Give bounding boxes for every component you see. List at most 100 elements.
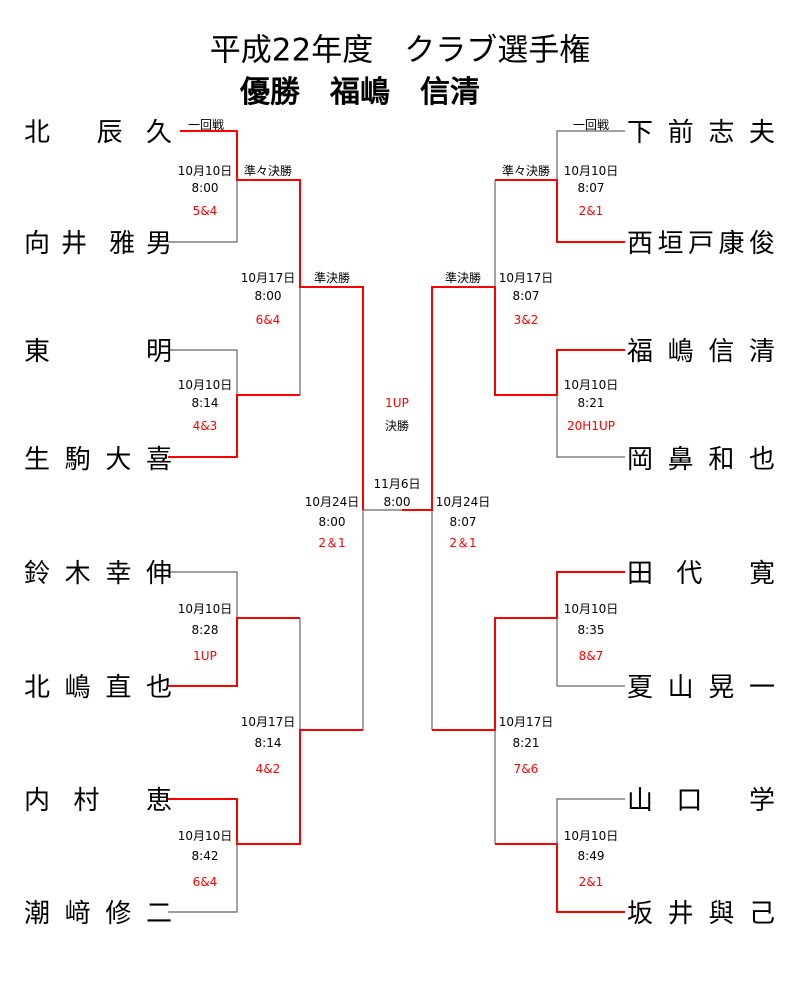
match-time: 8:14 [191,396,219,410]
name-char: 俊 [748,229,775,259]
round-label-quarter: 準々決勝 [501,164,551,178]
round-label-first: 一回戦 [572,118,610,132]
match-date: 10月17日 [240,271,296,285]
name-char: 夏 [627,673,654,703]
match-score: 5&4 [192,204,218,218]
match-time: 8:35 [577,623,605,637]
final-time: 8:00 [383,495,411,509]
name-char: 寛 [748,559,775,589]
name-char: 晃 [708,673,735,703]
player-name: 生駒大喜 [24,445,172,475]
match-time: 8:00 [254,289,282,303]
name-char: 幸 [105,559,132,589]
match-time: 8:07 [449,515,477,529]
name-char: 木 [64,559,91,589]
name-char: 大 [105,445,132,475]
match-date: 10月10日 [177,378,233,392]
player-name: 坂井與己 [627,899,775,929]
name-char: 明 [145,337,172,367]
name-char: 志 [708,118,735,148]
name-char: 也 [145,673,172,703]
match-date: 10月10日 [563,378,619,392]
name-char: 東 [24,337,51,367]
name-char: 己 [748,899,775,929]
name-char: 岡 [627,445,654,475]
name-char: 﨑 [64,899,91,929]
player-name: 向井雅男 [24,229,172,259]
match-score: 4&3 [192,419,218,433]
match-time: 8:14 [254,736,282,750]
name-char: 福 [627,337,654,367]
name-char: 清 [748,337,775,367]
match-time: 8:21 [577,396,605,410]
name-char: 生 [24,445,51,475]
name-char: 村 [73,786,100,816]
name-char: 内 [24,786,51,816]
match-date: 10月17日 [240,715,296,729]
name-char: 與 [708,899,735,929]
match-date: 10月24日 [304,495,360,509]
player-name: 夏山晃一 [627,673,775,703]
name-char: 二 [145,899,172,929]
round-label-quarter: 準々決勝 [243,164,293,178]
name-char: 山 [667,673,694,703]
match-date: 10月17日 [498,271,554,285]
name-char: 井 [61,229,88,259]
round-label-semi: 準決勝 [313,271,351,285]
round-label-semi: 準決勝 [444,271,482,285]
champion-banner: 優勝 福嶋 信清 [240,75,480,110]
match-score: 4&2 [255,762,281,776]
match-score: 2＆1 [449,536,477,550]
match-score: 2&1 [578,204,604,218]
name-char: 学 [748,786,775,816]
player-name: 岡鼻和也 [627,445,775,475]
match-time: 8:07 [512,289,540,303]
player-name: 福嶋信清 [627,337,775,367]
name-char: 男 [145,229,172,259]
name-char: 駒 [64,445,91,475]
match-time: 8:00 [318,515,346,529]
player-name: 鈴木幸伸 [24,559,172,589]
name-char: 向 [24,229,51,259]
name-char: 山 [627,786,654,816]
name-char: 康 [718,229,745,259]
match-date: 10月10日 [177,829,233,843]
round-label-final: 決勝 [384,419,410,433]
name-char: 垣 [657,229,684,259]
name-char: 北 [24,118,51,148]
name-char: 前 [667,118,694,148]
match-time: 8:49 [577,849,605,863]
player-name: 山口学 [627,786,775,816]
winner-lines [168,130,625,913]
player-name: 内村 恵 [24,786,172,816]
name-char: 坂 [627,899,654,929]
name-char: 北 [24,673,51,703]
name-char: 恵 [145,786,172,816]
match-date: 10月10日 [563,602,619,616]
name-char: 辰 [96,118,123,148]
match-time: 8:00 [191,181,219,195]
name-char: 信 [708,337,735,367]
name-char: 雅 [108,229,135,259]
loser-lines [168,130,625,913]
match-time: 8:28 [191,623,219,637]
final-date: 11月6日 [373,477,421,491]
name-char: 久 [145,118,172,148]
name-char: 喜 [145,445,172,475]
final-score: 1UP [385,396,409,410]
page-title: 平成22年度 クラブ選手権 [209,32,591,69]
name-char: 潮 [24,899,51,929]
name-char: 鼻 [667,445,694,475]
name-char: 戸 [687,229,714,259]
match-date: 10月10日 [563,829,619,843]
match-date: 10月10日 [563,164,619,178]
match-date: 10月17日 [498,715,554,729]
name-char: 夫 [748,118,775,148]
match-score: 2&1 [578,875,604,889]
match-score: 20H1UP [567,419,615,433]
name-char: 嶋 [64,673,91,703]
name-char: 和 [708,445,735,475]
player-name: 北嶋直也 [24,673,172,703]
